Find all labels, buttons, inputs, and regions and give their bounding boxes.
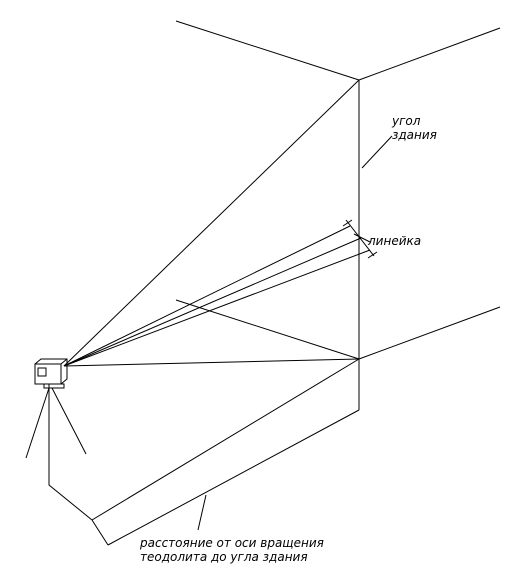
building-corner-label: угол здания xyxy=(392,114,437,142)
building-top-right-edge xyxy=(358,27,501,81)
distance-strip-near-edge xyxy=(107,409,360,546)
sight-line-ruler-1 xyxy=(63,225,351,367)
building-top-left-edge xyxy=(175,20,360,81)
sight-line-to-base xyxy=(63,358,360,367)
theodolite-axis-line xyxy=(48,384,93,521)
distance-label-leader xyxy=(197,494,207,531)
sight-line-ruler-2 xyxy=(63,237,362,367)
distance-label: расстояние от оси вращения теодолита до … xyxy=(140,536,324,564)
tripod-leg-left xyxy=(25,387,50,459)
distance-label-line-2: теодолита до угла здания xyxy=(140,550,308,564)
tripod-leg-right xyxy=(51,387,87,455)
sight-line-to-top xyxy=(63,79,360,367)
sight-line-ruler-3 xyxy=(63,249,371,367)
distance-label-line-1: расстояние от оси вращения xyxy=(140,536,324,550)
building-corner-label-line-1: угол xyxy=(392,114,421,128)
ruler-label: линейка xyxy=(368,234,422,248)
ruler-label-leader xyxy=(353,233,371,243)
building-corner-label-line-2: здания xyxy=(392,128,437,142)
distance-strip-far-edge xyxy=(91,358,360,521)
ruler-tick-top xyxy=(342,219,353,227)
building-bottom-right-edge xyxy=(358,306,501,360)
corner-label-leader xyxy=(361,135,393,169)
theodolite-icon xyxy=(34,358,68,389)
ruler-tick-bottom xyxy=(367,251,378,259)
distance-strip-end xyxy=(91,519,109,546)
building-bottom-left-edge xyxy=(175,299,360,360)
ruler xyxy=(345,219,375,257)
